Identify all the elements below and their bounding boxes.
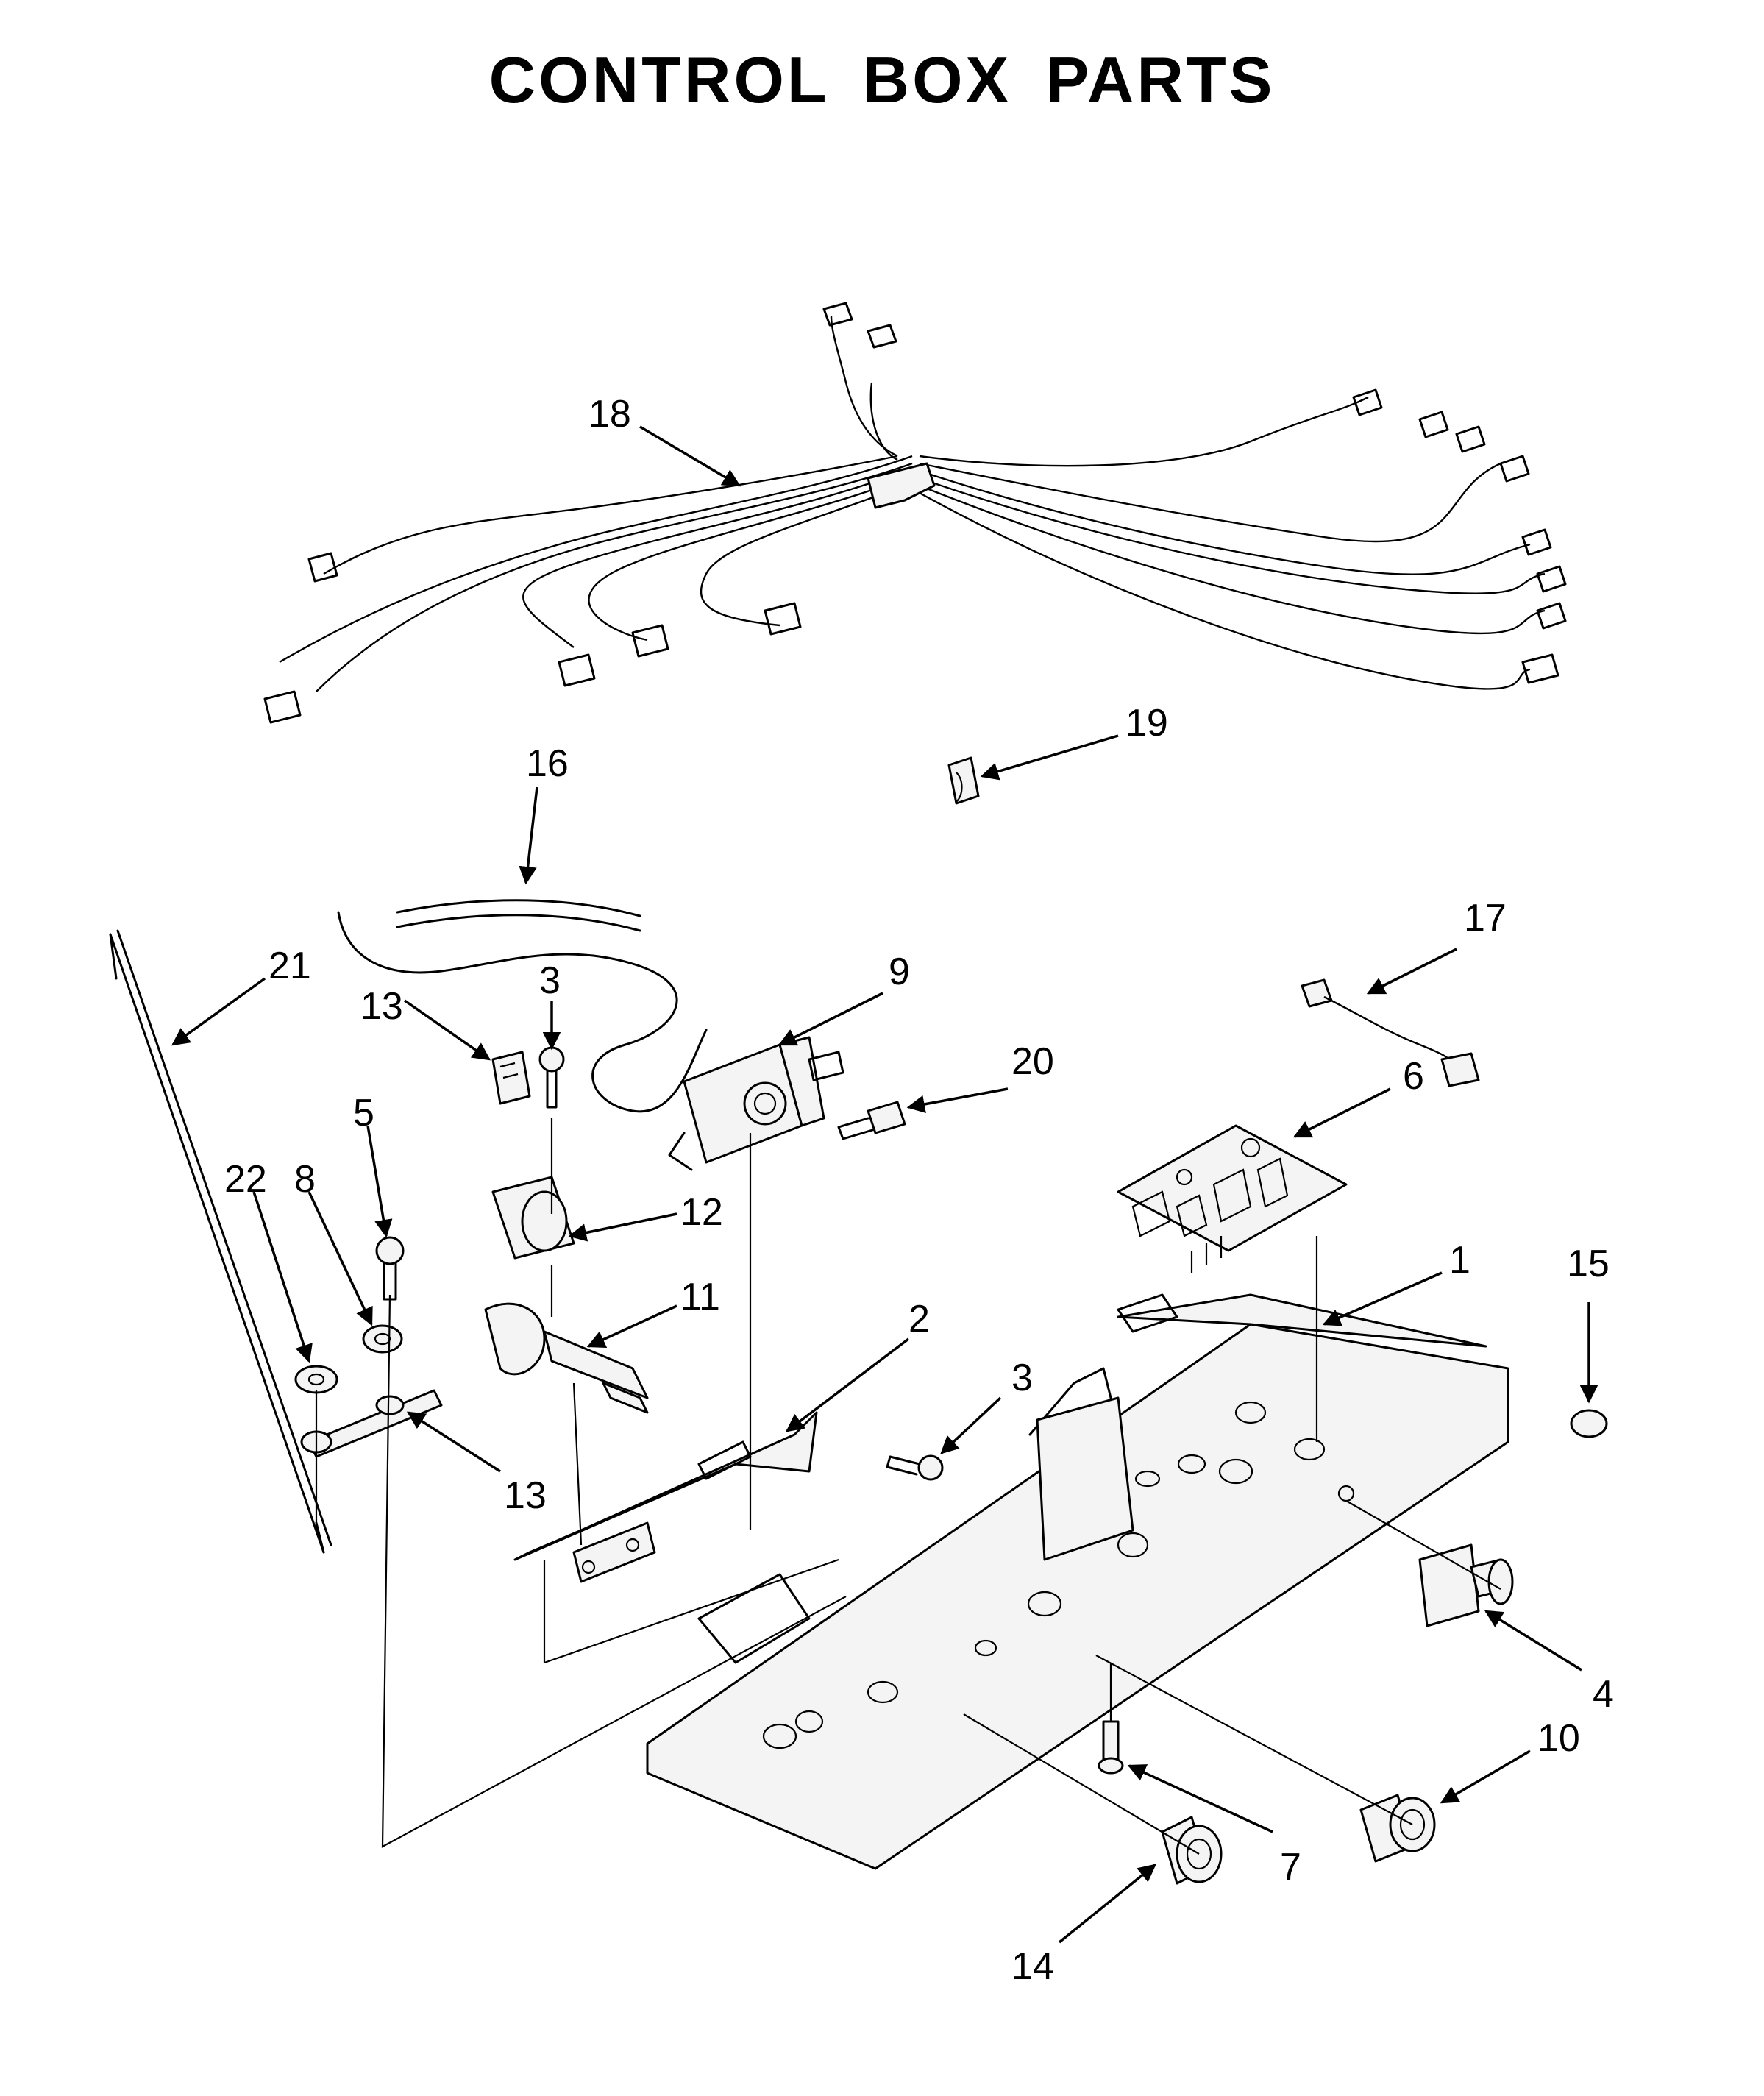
callout-3-lower: 3 bbox=[1011, 1357, 1033, 1399]
callout-2: 2 bbox=[908, 1298, 930, 1340]
diagram-title: CONTROL BOX PARTS bbox=[488, 43, 1276, 116]
connector-20 bbox=[947, 756, 980, 805]
bracket-12 bbox=[491, 1176, 575, 1260]
callout-14: 13 bbox=[504, 1474, 547, 1517]
callout-16: 15 bbox=[1567, 1243, 1610, 1285]
screw-7 bbox=[1098, 1720, 1124, 1775]
thermostat-9 bbox=[668, 1036, 844, 1171]
screw-3-upper bbox=[538, 1046, 565, 1109]
callout-11: 11 bbox=[680, 1276, 720, 1318]
callout-22: 21 bbox=[268, 945, 311, 987]
callout-23: 22 bbox=[224, 1158, 267, 1201]
callout-7: 7 bbox=[1280, 1846, 1301, 1889]
callout-10: 10 bbox=[1537, 1717, 1580, 1760]
wire-harness-19 bbox=[263, 302, 1567, 724]
clip-13 bbox=[491, 1051, 531, 1105]
callout-labels: 18 19 16 21 17 9 13 3 20 6 5 8 22 12 11 … bbox=[224, 393, 1614, 1988]
control-box-housing-1 bbox=[646, 1293, 1509, 1870]
rod-22 bbox=[109, 929, 332, 1554]
leader-arrows bbox=[171, 425, 1598, 1944]
wire-18 bbox=[1301, 978, 1480, 1087]
alignment-lines bbox=[315, 1118, 1501, 1855]
washer-8 bbox=[362, 1324, 403, 1354]
callout-1: 1 bbox=[1449, 1239, 1470, 1282]
callout-19: 18 bbox=[588, 393, 631, 436]
screw-21 bbox=[837, 1101, 906, 1140]
callout-6: 6 bbox=[1403, 1055, 1424, 1098]
callout-5: 5 bbox=[353, 1092, 374, 1134]
shaft-11 bbox=[484, 1302, 649, 1414]
callout-9: 9 bbox=[889, 951, 910, 993]
tube-17 bbox=[337, 899, 708, 1113]
callout-18: 17 bbox=[1464, 897, 1507, 939]
callout-17: 16 bbox=[526, 742, 569, 785]
callout-4: 4 bbox=[1593, 1673, 1614, 1716]
lever-14 bbox=[300, 1389, 443, 1458]
callout-3-upper: 3 bbox=[539, 959, 561, 1002]
callout-8: 8 bbox=[294, 1158, 316, 1201]
washer-23 bbox=[294, 1365, 338, 1394]
callout-12: 12 bbox=[680, 1191, 723, 1234]
mounting-bracket-2 bbox=[513, 1411, 818, 1583]
screw-3-lower bbox=[886, 1454, 944, 1481]
control-board-6 bbox=[1117, 1124, 1348, 1273]
cap-16 bbox=[1570, 1409, 1608, 1438]
callout-13: 13 bbox=[360, 985, 403, 1028]
callout-15: 14 bbox=[1011, 1945, 1054, 1988]
grommet-10 bbox=[1359, 1794, 1436, 1863]
callout-21: 20 bbox=[1011, 1040, 1054, 1083]
screw-5 bbox=[375, 1236, 405, 1301]
switch-4 bbox=[1418, 1543, 1514, 1627]
callout-20: 19 bbox=[1125, 702, 1168, 745]
